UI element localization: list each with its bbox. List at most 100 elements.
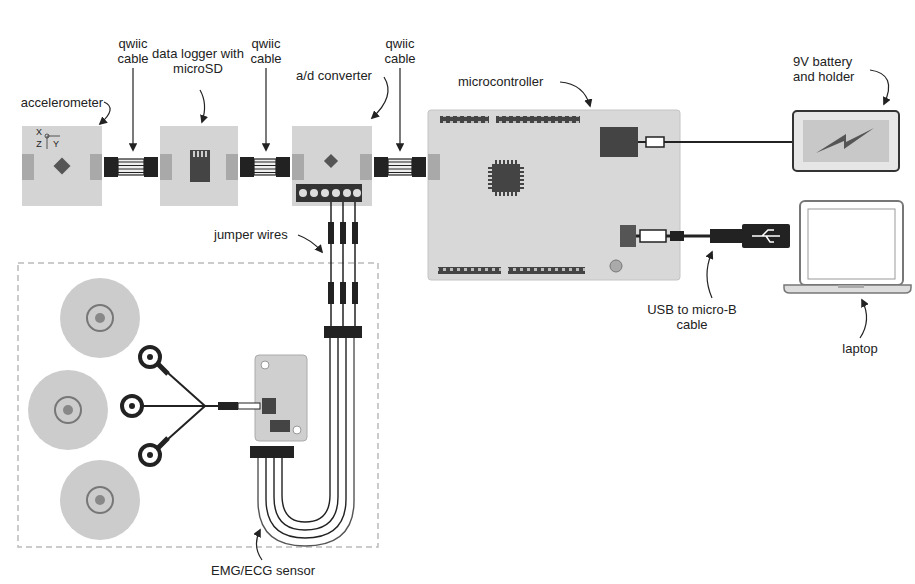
laptop	[800, 201, 903, 285]
qwiic-cable	[374, 157, 426, 177]
qwiic-cable	[240, 157, 290, 177]
qwiic-cable	[374, 157, 388, 177]
qwiic-cable	[254, 169, 276, 170]
qwiic-cable	[388, 169, 412, 170]
battery-holder	[803, 120, 889, 162]
jumper-wires	[352, 282, 358, 304]
accelerometer-board	[54, 158, 71, 175]
qwiic-cable	[254, 165, 276, 166]
adc-board	[343, 189, 351, 197]
axis-label: Y	[51, 139, 61, 150]
adc-board	[332, 189, 340, 197]
electrode-lead	[218, 402, 238, 410]
microcontroller-board	[440, 116, 489, 123]
cable-label: qwiic cable	[244, 36, 288, 66]
qwiic-cable	[118, 162, 144, 163]
data-logger-board	[193, 151, 195, 157]
microcontroller-board	[488, 171, 492, 173]
qwiic-cable	[412, 157, 426, 177]
adc-board	[310, 189, 318, 197]
microcontroller-board	[520, 175, 524, 177]
qwiic-cable	[144, 157, 158, 177]
qwiic-cable	[388, 172, 412, 173]
microcontroller-board	[495, 160, 497, 164]
jumper-wires	[324, 202, 362, 338]
adc-board	[292, 126, 372, 206]
adc-board	[299, 189, 361, 197]
electrode-lead	[140, 364, 238, 448]
electrode-pad	[60, 278, 140, 358]
part-label: laptop	[832, 341, 888, 356]
electrode-lead	[147, 354, 153, 360]
microcontroller-board	[428, 154, 440, 180]
laptop	[784, 201, 911, 293]
microcontroller-board	[488, 179, 492, 181]
microcontroller-board	[515, 192, 517, 196]
electrode-pad	[87, 487, 113, 513]
microcontroller-board	[488, 167, 492, 169]
microcontroller-board	[511, 192, 513, 196]
laptop	[784, 285, 911, 293]
microcontroller-board	[520, 187, 524, 189]
leader-arrow	[298, 235, 322, 252]
sensor-board	[293, 426, 301, 434]
part-label: a/d converter	[284, 68, 384, 83]
microcontroller-board	[492, 164, 520, 192]
qwiic-cable	[118, 165, 144, 166]
microcontroller-board	[600, 127, 638, 157]
electrode-pad	[95, 313, 105, 323]
qwiic-cable	[254, 159, 276, 175]
part-label: accelerometer	[12, 95, 112, 110]
usb-cable	[640, 230, 666, 242]
part-label: jumper wires	[214, 227, 304, 242]
electrode-pad	[63, 405, 73, 415]
electrode-lead	[147, 452, 153, 458]
data-logger-board	[205, 151, 207, 157]
electrode-pad	[60, 460, 140, 540]
axis-label: Z	[34, 139, 44, 150]
battery-holder	[816, 128, 874, 153]
qwiic-cable	[118, 159, 144, 175]
part-label: microcontroller	[458, 74, 562, 89]
part-label: USB to micro-B cable	[640, 302, 744, 332]
electrode-lead	[238, 403, 260, 409]
usb-cable	[710, 229, 742, 243]
microcontroller-board	[503, 160, 505, 164]
adc-board	[321, 189, 329, 197]
leader-arrow	[265, 68, 266, 150]
laptop	[808, 209, 895, 279]
usb-cable	[742, 224, 790, 248]
microcontroller-board	[428, 110, 680, 280]
qwiic-cable	[388, 165, 412, 166]
microcontroller-board	[499, 192, 501, 196]
accelerometer-board	[45, 134, 49, 138]
axis-label: X	[34, 127, 44, 138]
data-logger-board	[197, 151, 199, 157]
cable-label: qwiic cable	[378, 36, 422, 66]
adc-board	[353, 189, 361, 197]
laptop	[838, 285, 864, 288]
qwiic-cable	[254, 172, 276, 173]
data-logger-board	[160, 154, 172, 180]
sensor-board	[262, 398, 276, 414]
jumper-wires	[324, 326, 362, 338]
qwiic-cable	[104, 157, 158, 177]
data-logger-board	[190, 150, 210, 182]
microcontroller-board	[508, 267, 585, 274]
microcontroller-board	[520, 167, 524, 169]
qwiic-cable	[240, 157, 254, 177]
electrode-pad	[28, 370, 108, 450]
accelerometer-board	[22, 154, 34, 180]
electrode-lead	[140, 347, 160, 367]
microcontroller-board	[610, 260, 622, 272]
jumper-wires	[328, 282, 334, 304]
jumper-wires	[340, 222, 346, 244]
electrode-lead	[152, 358, 168, 454]
part-label: 9V battery and holder	[793, 54, 869, 84]
electrode-lead	[129, 403, 135, 409]
microcontroller-board	[520, 179, 524, 181]
accelerometer-board	[22, 126, 102, 206]
sensor-board	[255, 355, 307, 441]
